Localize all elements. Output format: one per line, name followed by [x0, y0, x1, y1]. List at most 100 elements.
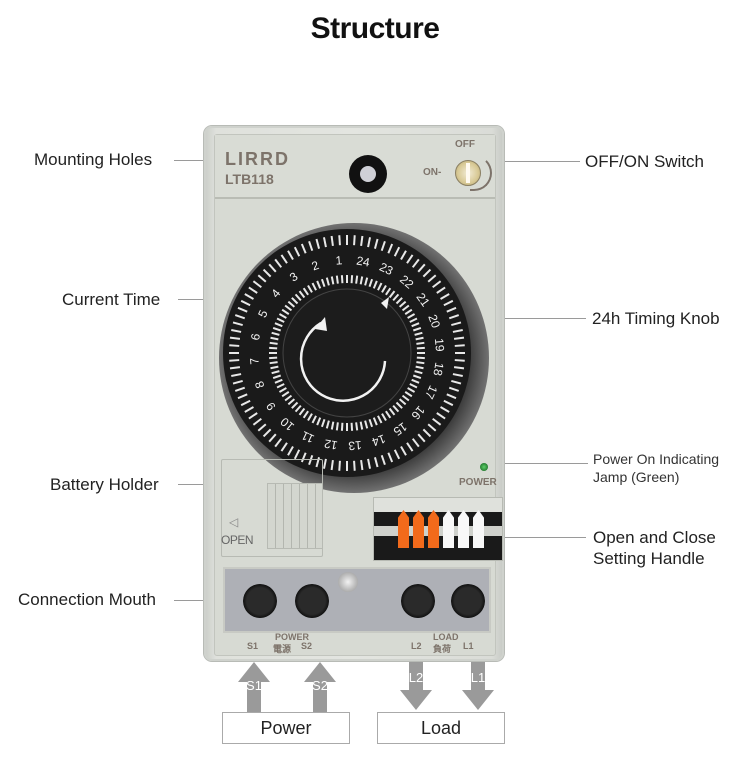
timing-segment[interactable] — [270, 365, 279, 370]
timing-segment[interactable] — [325, 277, 330, 286]
timing-segment[interactable] — [409, 317, 418, 323]
timing-segment[interactable] — [320, 278, 326, 288]
timing-segment[interactable] — [272, 374, 282, 380]
timing-segment[interactable] — [377, 415, 383, 424]
timing-segment[interactable] — [372, 280, 378, 289]
timing-segment[interactable] — [407, 387, 416, 393]
terminal-hole-s1[interactable] — [243, 584, 277, 618]
timing-segment[interactable] — [269, 361, 278, 365]
timing-segment[interactable] — [415, 365, 424, 370]
timing-segment[interactable] — [388, 290, 396, 299]
timing-segment[interactable] — [274, 322, 283, 328]
timing-segment[interactable] — [284, 304, 293, 312]
timing-segment[interactable] — [377, 282, 383, 291]
timing-segment[interactable] — [340, 275, 344, 284]
timing-segment[interactable] — [381, 413, 387, 422]
timing-segment[interactable] — [359, 276, 364, 285]
timing-segment[interactable] — [281, 391, 290, 398]
timing-segment[interactable] — [364, 420, 369, 429]
timing-segment[interactable] — [392, 404, 400, 413]
timing-segment[interactable] — [368, 278, 374, 288]
timing-segment[interactable] — [350, 275, 354, 284]
timing-segment[interactable] — [278, 313, 287, 319]
timing-segment[interactable] — [302, 287, 309, 296]
timing-segment[interactable] — [372, 417, 378, 426]
setting-pin-on[interactable] — [428, 510, 439, 548]
timing-segment[interactable] — [320, 418, 326, 428]
timing-segment[interactable] — [409, 383, 418, 389]
timing-segment[interactable] — [415, 336, 424, 341]
terminal-hole-l1[interactable] — [451, 584, 485, 618]
timing-segment[interactable] — [335, 422, 339, 431]
timing-segment[interactable] — [398, 398, 407, 406]
timing-segment[interactable] — [316, 280, 322, 289]
battery-holder[interactable]: ◁ OPEN — [215, 457, 325, 557]
timing-segment[interactable] — [412, 326, 422, 332]
timing-segment[interactable] — [294, 404, 302, 413]
timing-segment[interactable] — [416, 361, 425, 365]
timing-segment[interactable] — [385, 287, 392, 296]
off-on-switch[interactable] — [455, 160, 481, 186]
timing-segment[interactable] — [385, 410, 392, 419]
timing-segment[interactable] — [368, 418, 374, 428]
timing-segment[interactable] — [269, 356, 278, 360]
timing-segment[interactable] — [269, 346, 278, 350]
timing-segment[interactable] — [355, 275, 359, 284]
timing-segment[interactable] — [398, 300, 407, 308]
timing-segment[interactable] — [392, 293, 400, 302]
timing-segment[interactable] — [278, 387, 287, 393]
timing-segment[interactable] — [276, 383, 285, 389]
timing-segment[interactable] — [269, 341, 278, 345]
timing-segment[interactable] — [359, 421, 364, 430]
terminal-hole-l2[interactable] — [401, 584, 435, 618]
timing-segment[interactable] — [270, 336, 279, 341]
timing-segment[interactable] — [407, 313, 416, 319]
timing-segment[interactable] — [350, 422, 354, 431]
timing-segment[interactable] — [401, 304, 410, 312]
timing-segment[interactable] — [404, 391, 413, 398]
timing-segment[interactable] — [284, 394, 293, 402]
setting-pin-on[interactable] — [413, 510, 424, 548]
timing-segment[interactable] — [311, 415, 317, 424]
timing-segment[interactable] — [335, 275, 339, 284]
timing-segment[interactable] — [416, 356, 425, 360]
timing-segment[interactable] — [291, 401, 299, 409]
timing-segment[interactable] — [330, 421, 335, 430]
timing-segment[interactable] — [355, 422, 359, 431]
timing-segment[interactable] — [298, 290, 306, 299]
setting-pin-off[interactable] — [473, 510, 484, 548]
timing-segment[interactable] — [381, 284, 387, 293]
timing-segment[interactable] — [298, 407, 306, 416]
timing-segment[interactable] — [291, 297, 299, 305]
timing-segment[interactable] — [272, 326, 282, 332]
timing-segment[interactable] — [276, 317, 285, 323]
timing-segment[interactable] — [395, 297, 403, 305]
timing-segment[interactable] — [404, 308, 413, 315]
timing-segment[interactable] — [307, 284, 313, 293]
timing-segment[interactable] — [401, 394, 410, 402]
timing-segment[interactable] — [311, 282, 317, 291]
timing-segment[interactable] — [412, 374, 422, 380]
timing-segment[interactable] — [416, 341, 425, 345]
timing-segment[interactable] — [281, 308, 290, 315]
timing-segment[interactable] — [416, 346, 425, 350]
setting-pin-off[interactable] — [443, 510, 454, 548]
timing-segment[interactable] — [330, 276, 335, 285]
timing-segment[interactable] — [302, 410, 309, 419]
timing-segment[interactable] — [325, 420, 330, 429]
timing-segment[interactable] — [274, 378, 283, 384]
timing-segment[interactable] — [388, 407, 396, 416]
setting-pin-on[interactable] — [398, 510, 409, 548]
timing-segment[interactable] — [414, 370, 423, 375]
timing-segment[interactable] — [287, 300, 296, 308]
terminal-hole-s2[interactable] — [295, 584, 329, 618]
timing-segment[interactable] — [414, 331, 423, 336]
timing-segment[interactable] — [287, 398, 296, 406]
timing-segment[interactable] — [395, 401, 403, 409]
timing-segment[interactable] — [340, 422, 344, 431]
timing-segment[interactable] — [271, 331, 280, 336]
timing-segment[interactable] — [271, 370, 280, 375]
timing-segment[interactable] — [316, 417, 322, 426]
timing-segment[interactable] — [411, 378, 420, 384]
